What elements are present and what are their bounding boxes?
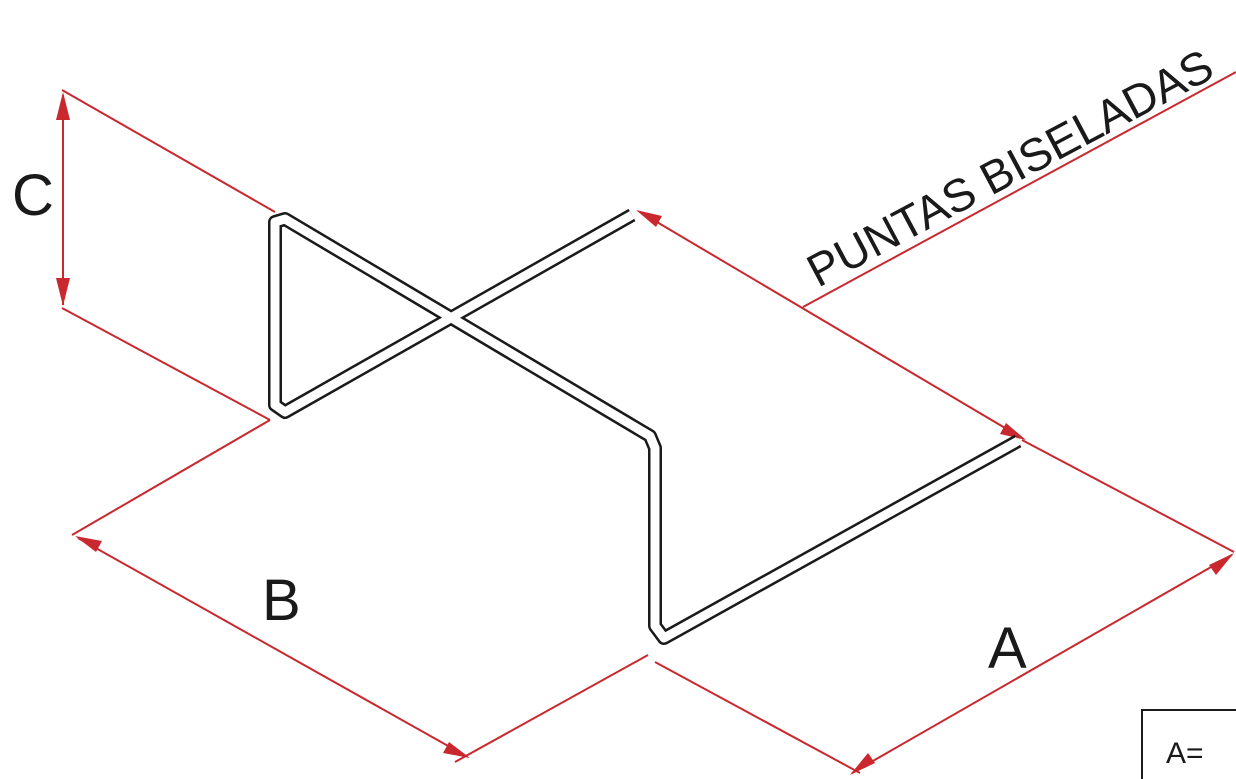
- dimension-tips-line: [636, 210, 1026, 440]
- dimension-a-line: [850, 553, 1234, 775]
- label-a: A: [988, 616, 1027, 681]
- value-box: A=: [1141, 709, 1236, 779]
- label-b: B: [262, 568, 301, 633]
- dimension-c-extension-lines: [61, 89, 276, 421]
- dimension-c-line: [56, 92, 70, 306]
- value-box-label: A=: [1166, 737, 1204, 770]
- note-puntas-biseladas: PUNTAS BISELADAS: [798, 39, 1221, 297]
- bent-rod: [268, 208, 1022, 645]
- dimension-b-line: [75, 536, 470, 758]
- label-c: C: [12, 163, 54, 228]
- dimension-a-extension-lines: [654, 439, 1235, 774]
- dimension-b-extension-lines: [71, 419, 649, 763]
- note-leader-line: [802, 71, 1236, 308]
